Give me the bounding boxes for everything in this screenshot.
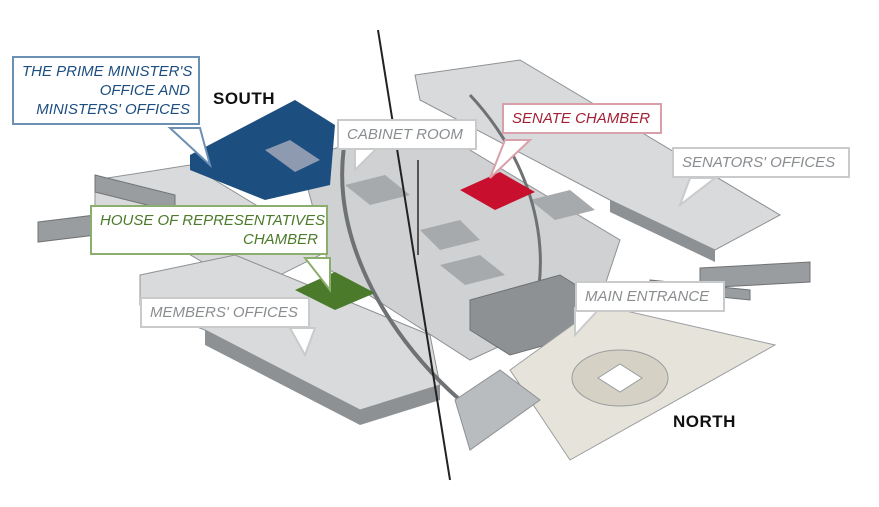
- south-label: SOUTH: [213, 89, 275, 108]
- senate-chamber-area: [460, 172, 535, 210]
- forecourt-pool: [597, 363, 643, 393]
- house-of-representatives-label: HOUSE OF REPRESENTATIVES CHAMBER: [90, 205, 328, 255]
- central-court-1: [345, 175, 410, 205]
- central-court-3: [530, 190, 595, 220]
- senators-wing-side: [610, 200, 715, 262]
- prime-minister-wing: [190, 100, 335, 200]
- main-entrance-label: MAIN ENTRANCE: [575, 281, 725, 312]
- north-label: NORTH: [673, 412, 736, 431]
- members-offices-label: MEMBERS' OFFICES: [140, 297, 310, 328]
- house-label-pointer: [302, 257, 331, 293]
- curved-wall-west: [340, 119, 462, 402]
- building-model: [37, 29, 811, 481]
- cabinet-room-label: CABINET ROOM: [337, 119, 477, 150]
- central-wall-line: [377, 29, 451, 481]
- prime-minister-office-label: THE PRIME MINISTER'S OFFICE AND MINISTER…: [12, 56, 200, 125]
- senate-chamber-label: SENATE CHAMBER: [502, 103, 662, 134]
- prime-minister-court: [265, 140, 320, 172]
- pm-label-line-3: MINISTERS' OFFICES: [36, 101, 190, 118]
- senate-label-pointer: [489, 139, 533, 179]
- house-label-line-1: HOUSE OF REPRESENTATIVES: [100, 212, 326, 229]
- pm-label-pointer: [167, 127, 212, 169]
- senators-offices-label: SENATORS' OFFICES: [672, 147, 850, 178]
- pm-label-line-2: OFFICE AND: [99, 82, 190, 99]
- central-court-4: [440, 255, 505, 285]
- pm-label-line-1: THE PRIME MINISTER'S: [22, 63, 193, 80]
- house-chamber-area: [295, 272, 375, 310]
- members-label-pointer: [288, 327, 317, 358]
- senators-label-pointer: [677, 177, 718, 208]
- forecourt-wall: [454, 369, 541, 451]
- house-label-line-2: CHAMBER: [242, 231, 318, 248]
- central-court-2: [420, 220, 480, 250]
